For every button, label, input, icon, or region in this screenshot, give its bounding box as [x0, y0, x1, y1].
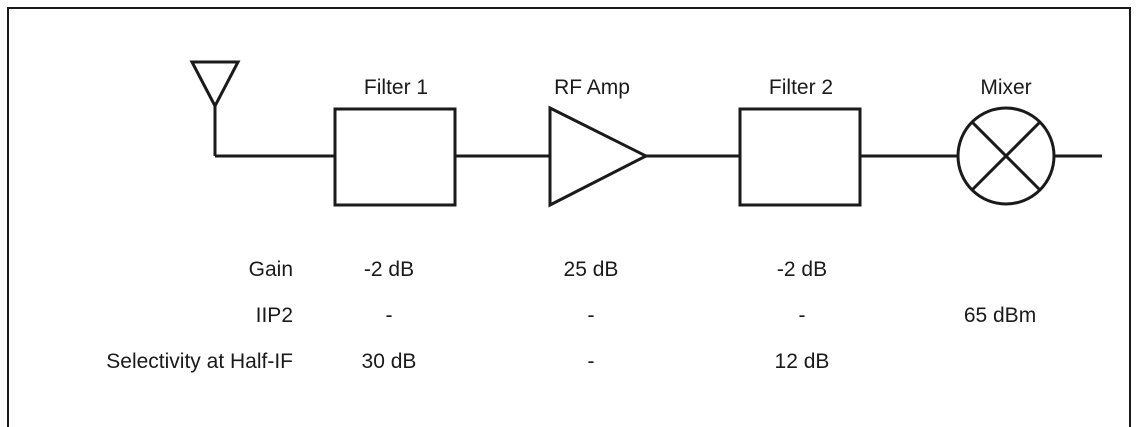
selectivity-filter1: 30 dB — [362, 350, 417, 373]
rf-amp-label: RF Amp — [554, 76, 630, 99]
selectivity-rf-amp: - — [588, 350, 595, 373]
filter1-label: Filter 1 — [364, 76, 428, 99]
iip2-rf-amp: - — [588, 304, 595, 327]
filter1-block — [333, 107, 457, 207]
iip2-filter1: - — [386, 304, 393, 327]
row-label-iip2: IIP2 — [256, 304, 293, 327]
diagram-frame — [7, 7, 1131, 427]
mixer-block — [956, 106, 1056, 206]
mixer-cross-icon — [970, 120, 1042, 192]
gain-rf-amp: 25 dB — [564, 258, 619, 281]
row-label-gain: Gain — [249, 258, 293, 281]
rf-amp-block — [548, 105, 650, 208]
antenna-icon — [189, 60, 241, 156]
filter2-block — [738, 107, 862, 207]
gain-filter1: -2 dB — [364, 258, 414, 281]
filter2-label: Filter 2 — [769, 76, 833, 99]
gain-filter2: -2 dB — [777, 258, 827, 281]
iip2-mixer: 65 dBm — [964, 304, 1036, 327]
selectivity-filter2: 12 dB — [775, 350, 830, 373]
iip2-filter2: - — [799, 304, 806, 327]
row-label-selectivity: Selectivity at Half-IF — [106, 350, 293, 373]
mixer-label: Mixer — [980, 76, 1031, 99]
